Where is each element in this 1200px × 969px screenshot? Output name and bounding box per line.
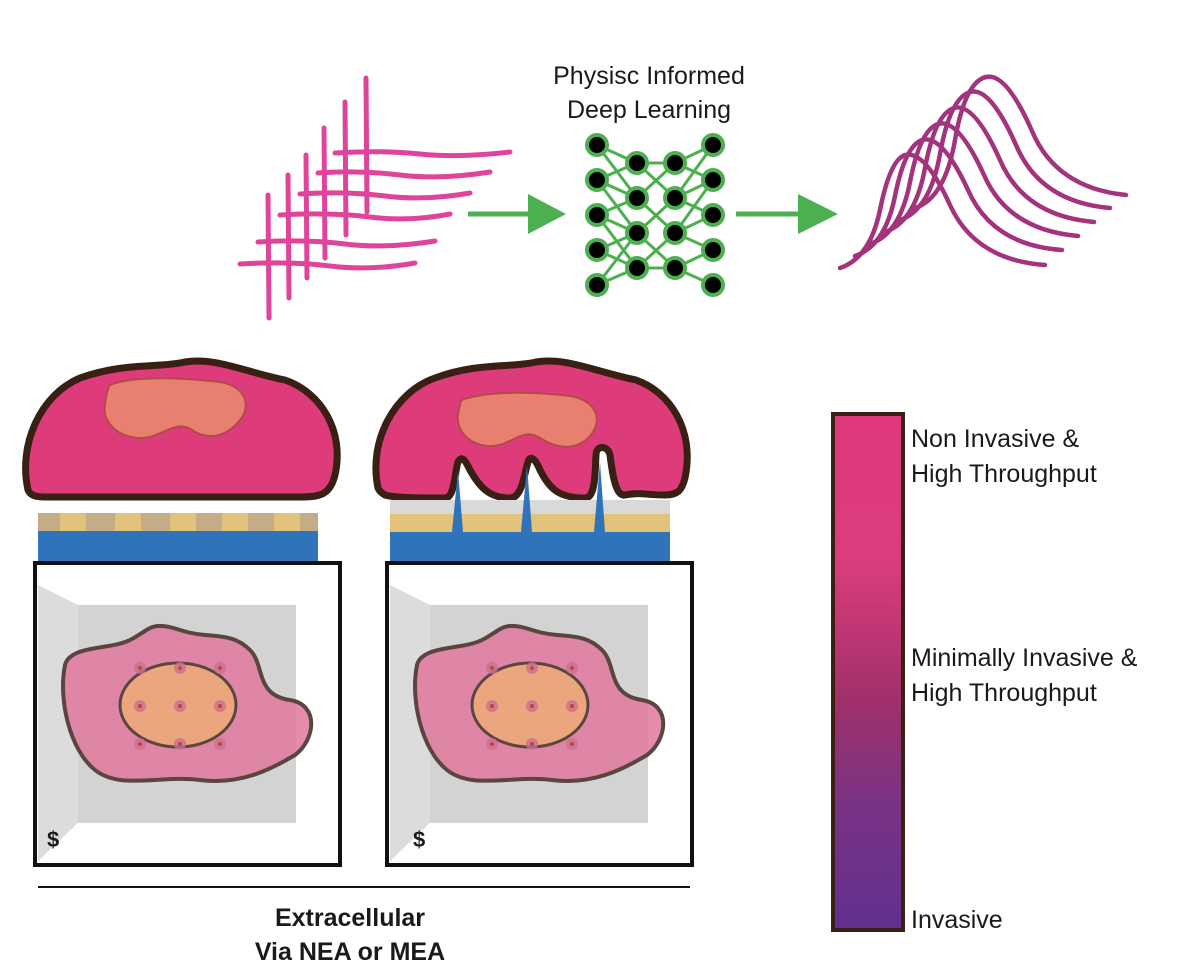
arrow-to-network — [468, 194, 566, 234]
input-signal-grid — [237, 75, 513, 321]
input-horizontal-line-5 — [255, 238, 438, 249]
scale-top-line1: Non Invasive & — [911, 425, 1079, 453]
input-horizontal-line-4 — [277, 211, 453, 222]
caption-line2: Via NEA or MEA — [255, 938, 445, 966]
substrate-left — [38, 531, 318, 561]
nucleus-cross-section-right — [456, 391, 598, 448]
cost-symbol-left: $ — [47, 827, 59, 852]
scale-top-line2: High Throughput — [911, 460, 1097, 488]
invasiveness-scale-bar — [831, 412, 905, 932]
model-title-line2: Deep Learning — [567, 96, 731, 124]
planar-electrode-device: $ — [22, 357, 342, 867]
input-vertical-line-3 — [303, 152, 310, 281]
input-horizontal-line-6 — [237, 260, 418, 271]
model-title-line1: Physisc Informed — [553, 62, 745, 90]
cost-symbol-right: $ — [413, 827, 425, 852]
scale-bottom-label: Invasive — [911, 906, 1003, 934]
scale-mid-line2: High Throughput — [911, 679, 1097, 707]
output-waveforms — [837, 74, 1129, 271]
neural-network-icon — [585, 133, 725, 297]
input-horizontal-line-3 — [297, 190, 473, 201]
input-vertical-line-2 — [285, 172, 292, 301]
substrate-right — [390, 532, 670, 562]
input-vertical-line-6 — [363, 75, 370, 215]
input-horizontal-line-1 — [332, 149, 513, 159]
input-horizontal-line-2 — [315, 169, 493, 180]
caption-line1: Extracellular — [275, 904, 425, 932]
nucleus-cross-section-left — [103, 377, 247, 440]
nanoelectrode-device: $ — [372, 357, 694, 867]
cell-cross-section-left — [22, 357, 341, 501]
scale-mid-line1: Minimally Invasive & — [911, 644, 1138, 672]
input-vertical-line-1 — [265, 192, 272, 321]
arrow-to-output — [736, 194, 838, 234]
